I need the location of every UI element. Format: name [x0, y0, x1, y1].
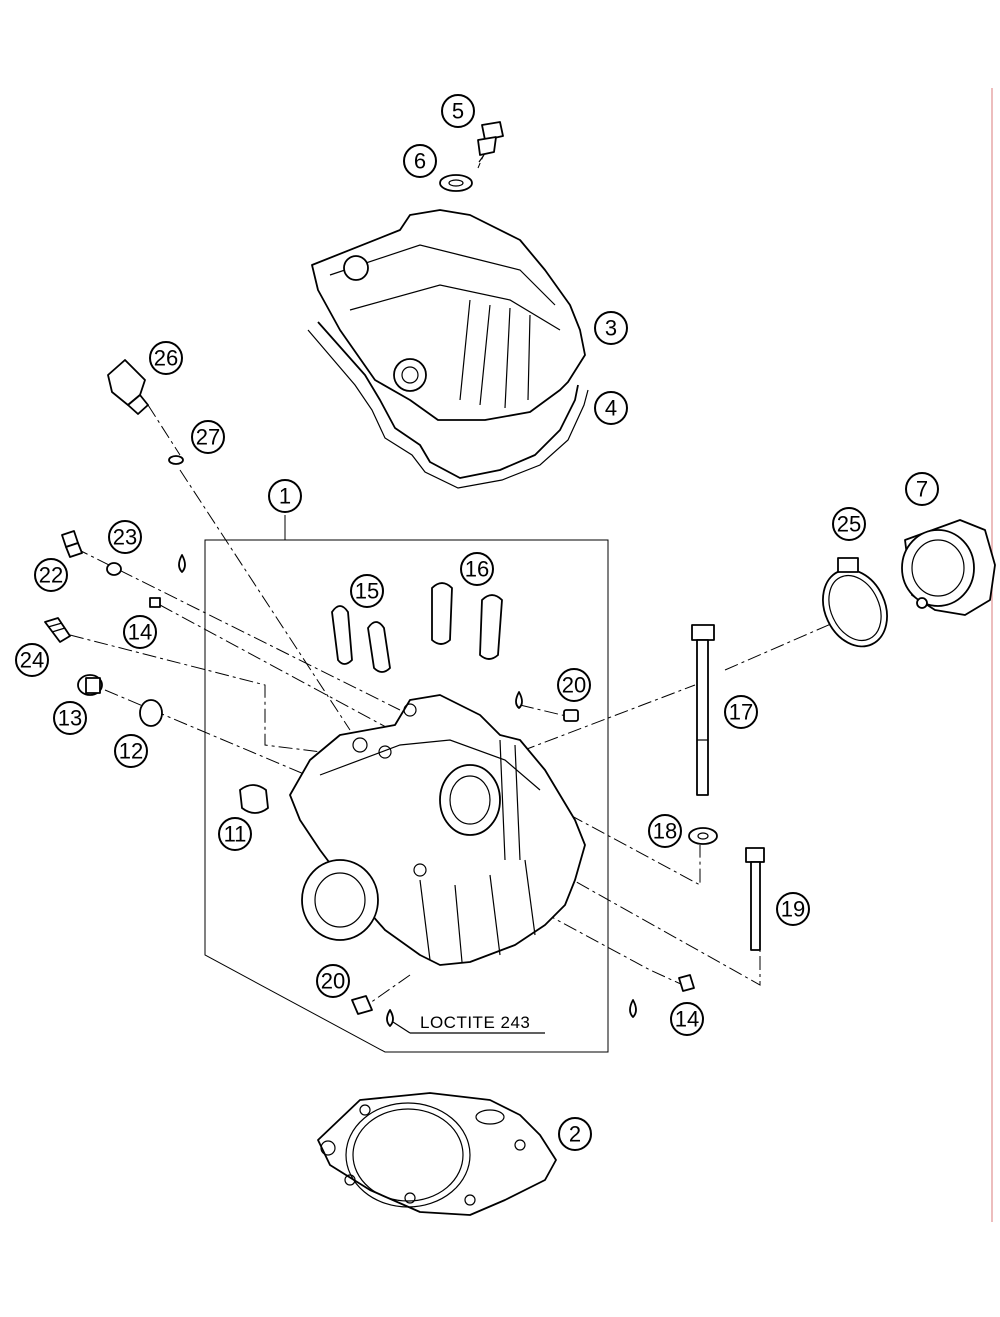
cover-washer: [439, 174, 473, 192]
callout-20-bottom: 20: [316, 964, 350, 998]
svg-text:12: 12: [119, 739, 143, 764]
callout-18: 18: [648, 814, 682, 848]
valve-cover: [311, 209, 586, 421]
callout-11: 11: [218, 817, 252, 851]
plug-14-top: [149, 597, 161, 608]
svg-text:3: 3: [605, 316, 617, 341]
callout-23: 23: [108, 520, 142, 554]
callout-20-top: 20: [557, 668, 591, 702]
dowel-sleeve-11: [239, 784, 269, 814]
assembly-lines: [69, 139, 841, 1011]
washer-18: [688, 827, 718, 845]
callout-26: 26: [149, 341, 183, 375]
loctite-note: LOCTITE 243: [420, 1013, 530, 1032]
svg-text:25: 25: [837, 512, 861, 537]
plug-14-bottom: [678, 974, 695, 992]
callout-14-bottom: 14: [670, 1002, 704, 1036]
svg-text:11: 11: [224, 822, 247, 847]
callout-25: 25: [832, 507, 866, 541]
svg-text:6: 6: [414, 149, 426, 174]
svg-text:20: 20: [321, 969, 345, 994]
drop-marker-14-bottom: [629, 999, 637, 1018]
callout-17: 17: [724, 695, 758, 729]
callout-19: 19: [776, 892, 810, 926]
screw-22: [61, 530, 83, 558]
plug-20-bottom: [351, 995, 373, 1015]
valve-guides-16: [431, 582, 503, 660]
seal-ring-12: [139, 699, 163, 727]
callout-14-top: 14: [123, 615, 157, 649]
loctite-leader: [392, 1021, 411, 1034]
callout-24: 24: [15, 643, 49, 677]
svg-text:17: 17: [729, 700, 753, 725]
svg-text:1: 1: [279, 484, 291, 509]
svg-text:18: 18: [653, 819, 677, 844]
callout-4: 4: [594, 391, 628, 425]
svg-text:7: 7: [916, 477, 928, 502]
svg-text:26: 26: [154, 346, 178, 371]
callout-27: 27: [191, 420, 225, 454]
svg-text:20: 20: [562, 673, 586, 698]
callout-7: 7: [905, 472, 939, 506]
callout-15: 15: [350, 574, 384, 608]
intake-flange-7: [901, 519, 996, 616]
svg-text:27: 27: [196, 425, 220, 450]
valve-guides-15: [331, 605, 391, 673]
cover-bolt: [477, 121, 504, 163]
cylinder-head-frame: [204, 515, 609, 1053]
callout-16: 16: [460, 552, 494, 586]
plug-20-top: [563, 709, 579, 722]
cylinder-head-bolt-17: [691, 624, 715, 796]
svg-text:16: 16: [465, 557, 489, 582]
drop-marker-20-bottom: [386, 1009, 394, 1027]
banjo-fitting-24: [44, 617, 71, 643]
bolt-19: [745, 847, 765, 951]
callout-22: 22: [34, 558, 68, 592]
temperature-sensor: [107, 359, 149, 415]
cylinder-head-gasket: [317, 1092, 557, 1216]
callout-2: 2: [558, 1117, 592, 1151]
svg-text:4: 4: [605, 396, 617, 421]
svg-text:19: 19: [781, 897, 805, 922]
hose-clamp-25: [822, 557, 888, 648]
callout-1: 1: [268, 479, 302, 513]
svg-text:2: 2: [569, 1122, 581, 1147]
svg-text:15: 15: [355, 579, 379, 604]
plug-13: [77, 674, 103, 696]
svg-text:5: 5: [452, 99, 464, 124]
callout-5: 5: [441, 94, 475, 128]
drop-marker-20-top: [515, 691, 523, 709]
svg-text:14: 14: [128, 620, 152, 645]
svg-text:14: 14: [675, 1007, 699, 1032]
seal-ring-23: [106, 562, 122, 576]
svg-text:23: 23: [113, 525, 137, 550]
drop-marker-top: [178, 554, 186, 573]
valve-cover-gasket: [307, 321, 589, 489]
callout-6: 6: [403, 144, 437, 178]
callout-13: 13: [53, 701, 87, 735]
callout-12: 12: [114, 734, 148, 768]
cylinder-head: [289, 694, 586, 966]
svg-text:13: 13: [58, 706, 82, 731]
svg-text:22: 22: [39, 563, 63, 588]
svg-text:24: 24: [20, 648, 44, 673]
callout-3: 3: [594, 311, 628, 345]
sensor-o-ring: [168, 455, 184, 465]
